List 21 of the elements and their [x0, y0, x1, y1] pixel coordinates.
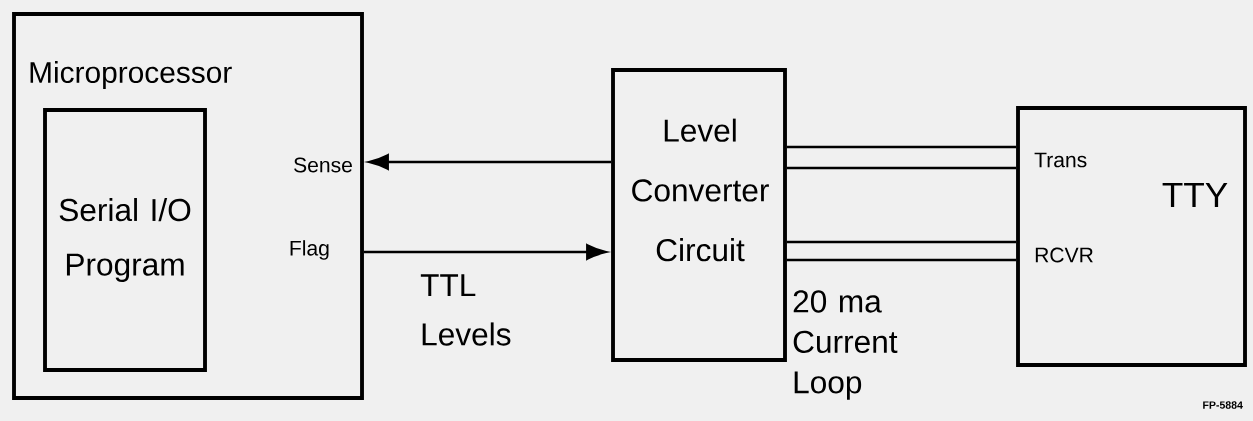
node-text: Trans	[1034, 152, 1087, 168]
node-text: RCVR	[1035, 247, 1093, 263]
connector-line	[786, 240, 1017, 244]
connector-line	[786, 145, 1017, 149]
node-text: Level Converter Circuit	[632, 118, 769, 262]
connector-line	[786, 166, 1017, 170]
arrow	[367, 154, 612, 170]
block-box	[1016, 106, 1247, 367]
node-text: Sense	[294, 157, 352, 173]
node-text: Microprocessor	[30, 61, 232, 89]
block-box	[12, 12, 364, 400]
block-box	[611, 68, 787, 362]
connector-line	[786, 258, 1017, 262]
label-text: 20 ma Current Loop	[793, 290, 898, 400]
node-text: Serial I/O Program	[59, 198, 191, 282]
node-text: Flag	[290, 240, 329, 260]
node-text: TTY	[1162, 182, 1228, 208]
figure-number: FP-5884	[1203, 401, 1243, 409]
label-text: TTL Levels	[420, 274, 511, 346]
block-box	[43, 108, 207, 372]
arrow	[363, 244, 608, 260]
